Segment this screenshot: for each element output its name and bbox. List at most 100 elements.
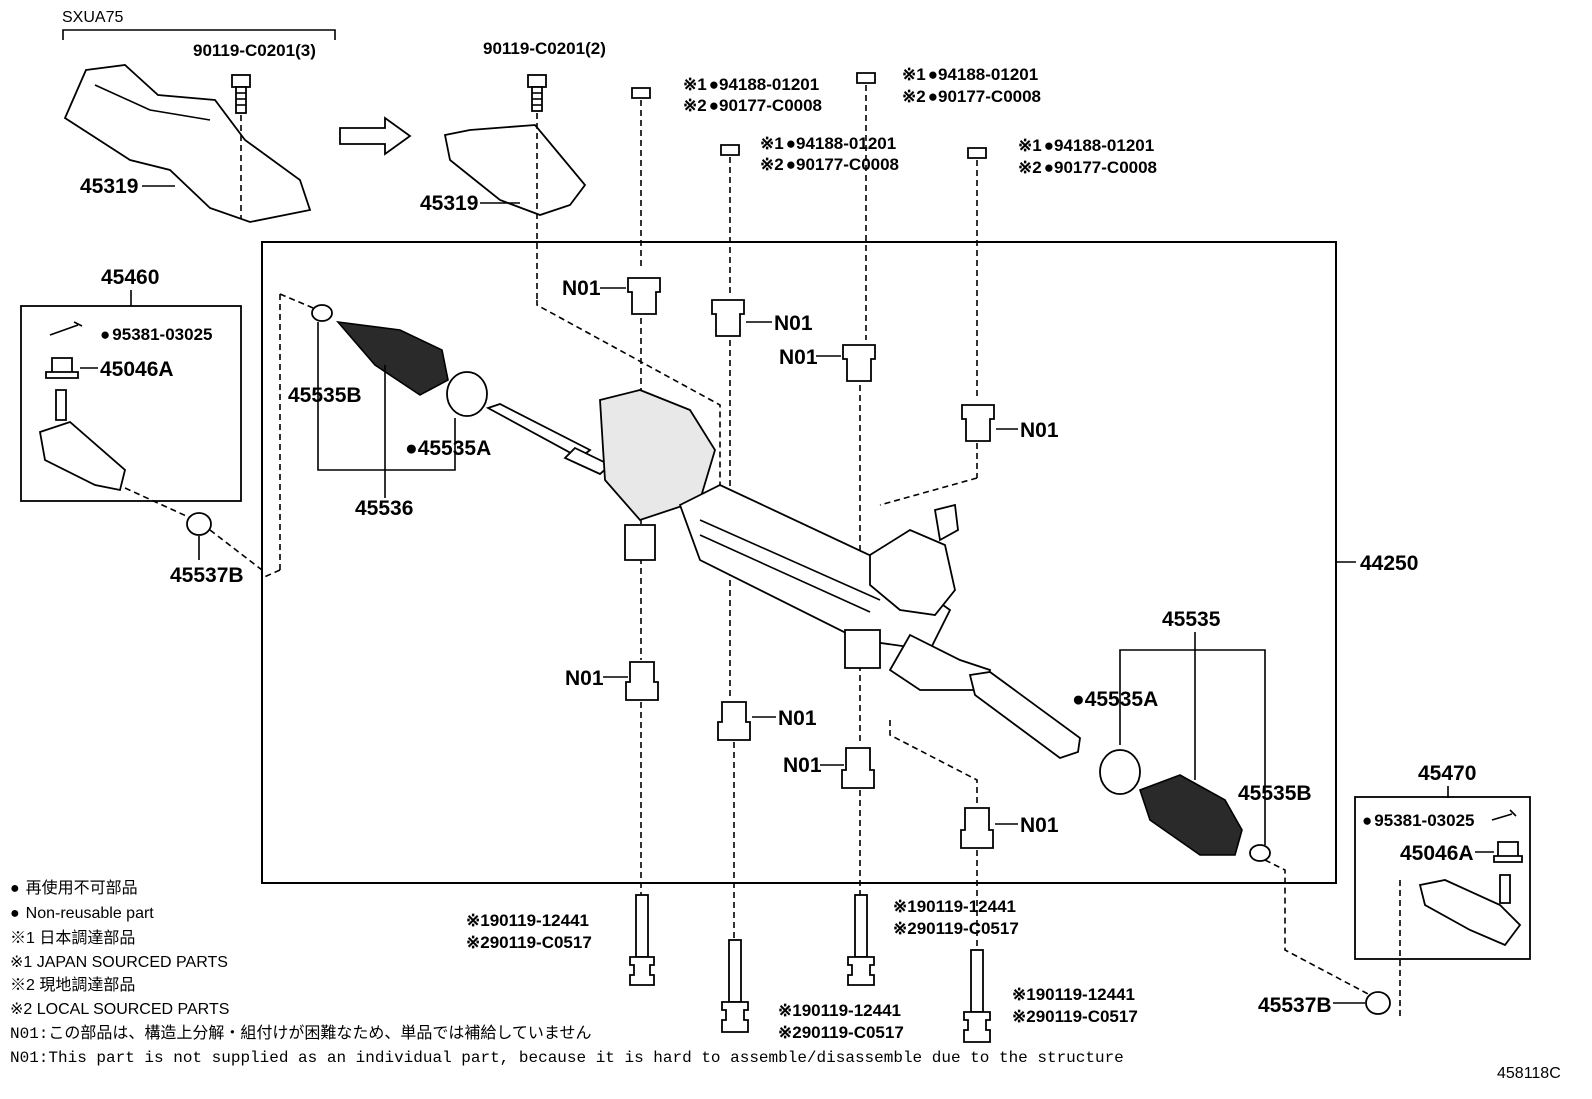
svg-text:N01: N01 <box>778 707 817 730</box>
tie-rod-end-left-box <box>20 305 242 502</box>
bolt-2[interactable] <box>721 939 749 1033</box>
n01-lower-4[interactable]: N01 <box>960 807 1059 849</box>
shield-center-group: 90119-C0201(2) 45319 <box>420 39 606 300</box>
boot-set-right-group: 45535 ●45535A 45535B <box>1072 608 1312 862</box>
bushing-right-label[interactable]: 45537B <box>1258 994 1332 1017</box>
svg-text:●95381-03025: ●95381-03025 <box>1362 811 1475 830</box>
boot-right-part[interactable] <box>1138 774 1243 856</box>
svg-text:※190119-12441: ※190119-12441 <box>778 1001 901 1020</box>
n01-upper-1[interactable]: N01 <box>562 277 661 315</box>
nut-icon[interactable] <box>720 144 740 156</box>
shield-to-rack-leader <box>536 300 721 490</box>
legend: ●再使用不可部品 ●Non-reusable part ※1 日本調達部品 ※1… <box>10 879 1124 1067</box>
steering-rack-part[interactable] <box>485 389 1081 760</box>
svg-text:※290119-C0517: ※290119-C0517 <box>778 1023 904 1042</box>
svg-text:※290119-C0517: ※290119-C0517 <box>893 919 1019 938</box>
nut-right-part[interactable] <box>1493 841 1523 863</box>
shield-bolt-center-label[interactable]: 90119-C0201(2) <box>483 39 606 58</box>
boot-left-bracket <box>317 322 456 471</box>
legend-line-2: Non-reusable part <box>26 905 155 922</box>
tie-rod-left-dash <box>124 487 196 521</box>
bolt-callout-3: ※190119-12441 ※290119-C0517 <box>893 897 1019 938</box>
arrow-icon <box>339 116 412 156</box>
nut-icon[interactable] <box>856 72 876 84</box>
boot-left-part[interactable] <box>336 320 449 396</box>
legend-line-5: ※2 現地調達部品 <box>10 976 135 994</box>
shield-bolt-left-label[interactable]: 90119-C0201(3) <box>193 41 316 60</box>
n01-lower-2[interactable]: N01 <box>717 701 817 741</box>
cotter-pin-left-icon[interactable] <box>49 321 83 336</box>
bushing-left-part[interactable] <box>186 512 212 536</box>
clip-left-label[interactable]: 45535A <box>418 437 492 460</box>
clamp-left-label[interactable]: 45535B <box>288 384 362 407</box>
gear-assy-label[interactable]: 44250 <box>1360 552 1418 575</box>
bolt-1[interactable] <box>629 894 655 986</box>
nut-left-label[interactable]: 45046A <box>100 358 174 381</box>
diagram-id: 458118C <box>1497 1065 1561 1082</box>
shield-bolt-left-part[interactable] <box>231 74 251 114</box>
shield-left-label[interactable]: 45319 <box>80 175 138 198</box>
clamp-left-part[interactable] <box>311 304 333 322</box>
svg-text:※1●94188-01201: ※1●94188-01201 <box>683 75 819 94</box>
boot-set-right-label[interactable]: 45535 <box>1162 608 1221 631</box>
svg-text:※290119-C0517: ※290119-C0517 <box>466 933 592 952</box>
svg-text:※190119-12441: ※190119-12441 <box>1012 985 1135 1004</box>
svg-text:●再使用不可部品: ●再使用不可部品 <box>10 879 138 897</box>
svg-text:※2●90177-C0008: ※2●90177-C0008 <box>1018 158 1157 177</box>
shield-center-label[interactable]: 45319 <box>420 192 478 215</box>
svg-text:N01: N01 <box>774 312 813 335</box>
svg-text:※190119-12441: ※190119-12441 <box>893 897 1016 916</box>
shield-left-part[interactable] <box>63 64 312 223</box>
svg-text:●45535A: ●45535A <box>405 437 491 460</box>
variant-bracket <box>62 29 336 40</box>
tie-rod-end-left-label[interactable]: 45460 <box>101 266 159 289</box>
tie-rod-end-right-part[interactable] <box>1418 879 1522 947</box>
cotter-pin-right-label[interactable]: 95381-03025 <box>1374 811 1474 830</box>
clip-right-label[interactable]: 45535A <box>1085 688 1159 711</box>
n01-lower-1[interactable]: N01 <box>565 661 659 701</box>
n01-upper-4[interactable]: N01 <box>961 404 1059 442</box>
tie-rod-left-dash2 <box>209 529 263 571</box>
nut-icon[interactable] <box>967 147 987 159</box>
nut-icon[interactable] <box>631 87 651 99</box>
nut-callout-1: ※1●94188-01201 ※2●90177-C0008 <box>631 75 822 270</box>
legend-line-8: N01:This part is not supplied as an indi… <box>10 1049 1124 1067</box>
tie-rod-end-right-stud[interactable] <box>1499 874 1511 904</box>
tie-rod-end-left-stud[interactable] <box>55 389 67 421</box>
nut-callout-4: ※1●94188-01201 ※2●90177-C0008 <box>967 136 1157 398</box>
svg-text:※2●90177-C0008: ※2●90177-C0008 <box>683 96 822 115</box>
bolt-callout-1: ※190119-12441 ※290119-C0517 <box>466 911 592 952</box>
svg-text:※2●90177-C0008: ※2●90177-C0008 <box>902 87 1041 106</box>
boot-set-left-label[interactable]: 45536 <box>355 497 413 520</box>
tie-rod-end-left-group: 45460 ●95381-03025 45046A 45537B <box>20 266 263 587</box>
tie-rod-end-left-part[interactable] <box>38 420 127 492</box>
svg-text:※190119-12441: ※190119-12441 <box>466 911 589 930</box>
n01-lower-3[interactable]: N01 <box>783 747 875 789</box>
bushing-right-dash <box>1264 859 1371 996</box>
mount-leader-right <box>879 477 978 506</box>
svg-text:※290119-C0517: ※290119-C0517 <box>1012 1007 1138 1026</box>
clip-right-part[interactable] <box>1099 749 1141 795</box>
bushing-right-part[interactable] <box>1365 991 1391 1015</box>
bolt-4[interactable] <box>963 949 991 1043</box>
legend-line-6: ※2 LOCAL SOURCED PARTS <box>10 1001 229 1018</box>
clamp-right-part[interactable] <box>1249 844 1271 862</box>
svg-text:N01: N01 <box>562 277 601 300</box>
bushing-left-label[interactable]: 45537B <box>170 564 244 587</box>
n01-upper-3[interactable]: N01 <box>779 344 876 382</box>
nut-left-part[interactable] <box>45 357 79 379</box>
bolt-3[interactable] <box>847 894 875 986</box>
nut-right-label[interactable]: 45046A <box>1400 842 1474 865</box>
tie-rod-end-right-label[interactable]: 45470 <box>1418 762 1476 785</box>
cotter-pin-left-label[interactable]: 95381-03025 <box>112 325 212 344</box>
clip-left-part[interactable] <box>446 371 488 417</box>
shield-center-part[interactable] <box>443 124 587 216</box>
n01-upper-2[interactable]: N01 <box>711 299 813 337</box>
shield-bolt-center-part[interactable] <box>527 74 547 112</box>
svg-text:※1●94188-01201: ※1●94188-01201 <box>760 134 896 153</box>
shield-left-group: SXUA75 90119-C0201(3) 45319 <box>62 9 336 223</box>
cotter-pin-right-icon[interactable] <box>1491 809 1517 821</box>
legend-line-7: N01:この部品は、構造上分解・組付けが困難なため、単品では補給していません <box>10 1024 591 1043</box>
clamp-right-label[interactable]: 45535B <box>1238 782 1312 805</box>
